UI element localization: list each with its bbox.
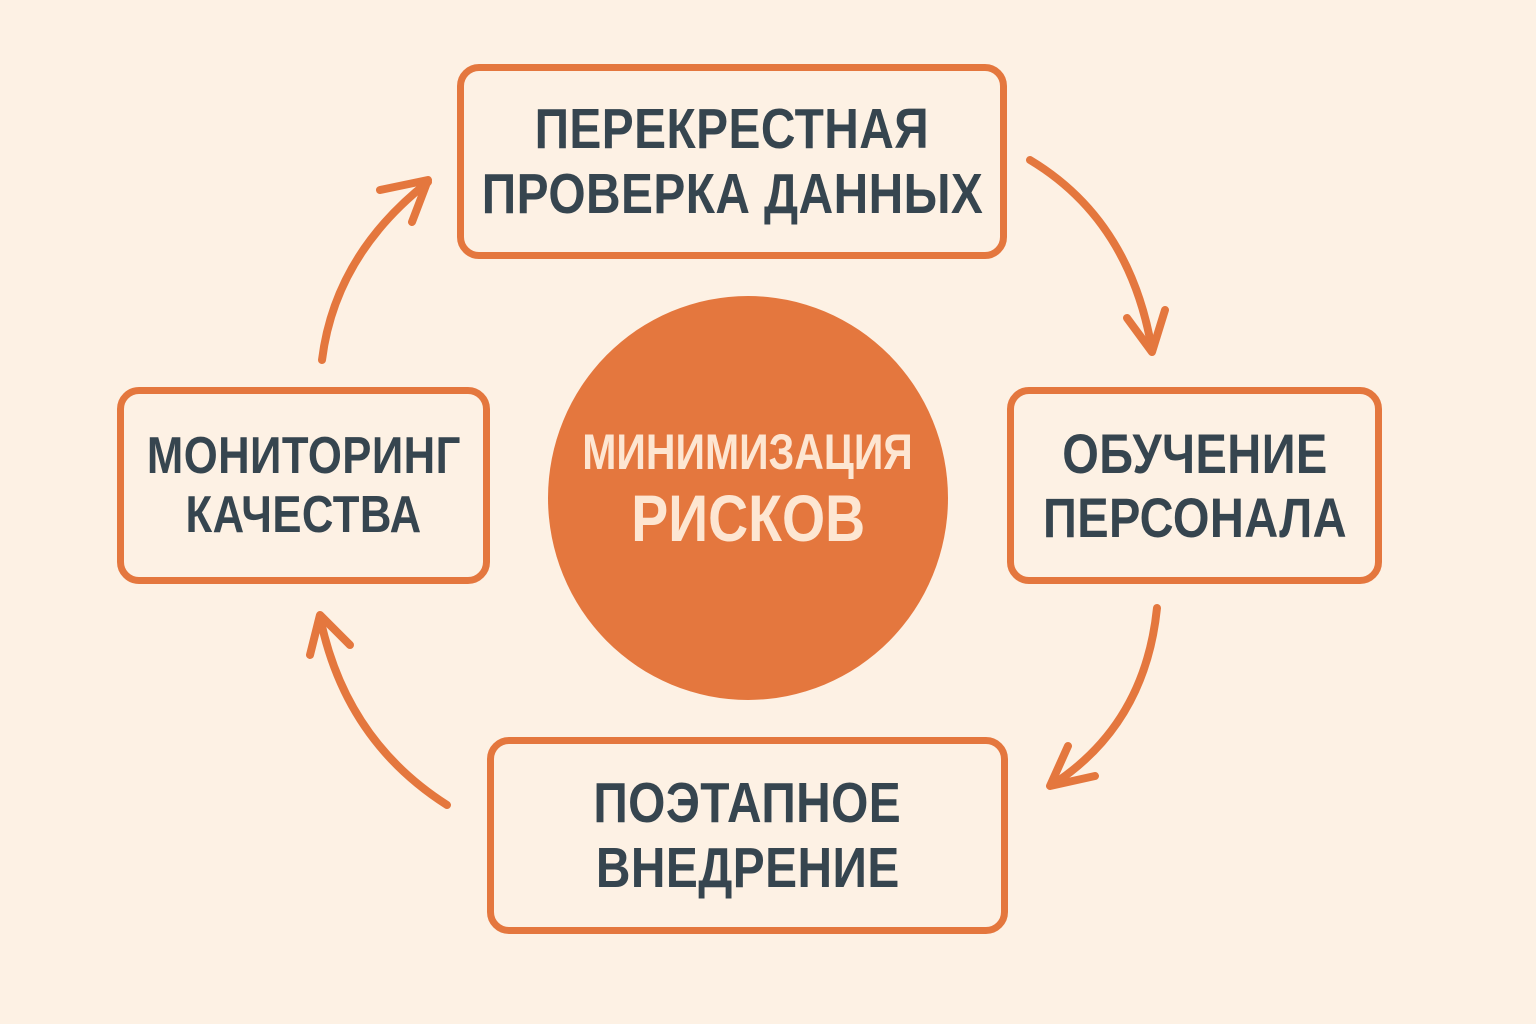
center-circle: МИНИМИЗАЦИЯ РИСКОВ bbox=[548, 296, 948, 700]
step-staff-training: ОБУЧЕНИЕ ПЕРСОНАЛА bbox=[1007, 387, 1382, 584]
center-title-line2: РИСКОВ bbox=[631, 480, 865, 555]
arrow-left-to-top bbox=[318, 176, 432, 364]
step-label-line1: МОНИТОРИНГ bbox=[146, 426, 461, 485]
step-label-line2: ПРОВЕРКА ДАННЫХ bbox=[481, 161, 983, 226]
center-title-line1: МИНИМИЗАЦИЯ bbox=[582, 423, 914, 480]
step-quality-monitoring: МОНИТОРИНГ КАЧЕСТВА bbox=[117, 387, 490, 584]
arrow-right-to-bottom bbox=[1046, 604, 1161, 790]
step-label-line2: ПЕРСОНАЛА bbox=[1042, 485, 1347, 549]
step-label-line2: ВНЕДРЕНИЕ bbox=[595, 835, 900, 900]
step-phased-rollout: ПОЭТАПНОЕ ВНЕДРЕНИЕ bbox=[487, 737, 1008, 934]
step-label-line2: КАЧЕСТВА bbox=[185, 485, 422, 544]
step-label-line1: ПЕРЕКРЕСТНАЯ bbox=[534, 97, 930, 162]
arrow-top-to-right bbox=[1026, 156, 1169, 356]
step-data-cross-check: ПЕРЕКРЕСТНАЯ ПРОВЕРКА ДАННЫХ bbox=[457, 64, 1007, 259]
step-label-line1: ПОЭТАПНОЕ bbox=[593, 771, 902, 836]
arrow-bottom-to-left bbox=[306, 611, 451, 809]
step-label-line1: ОБУЧЕНИЕ bbox=[1061, 422, 1328, 486]
